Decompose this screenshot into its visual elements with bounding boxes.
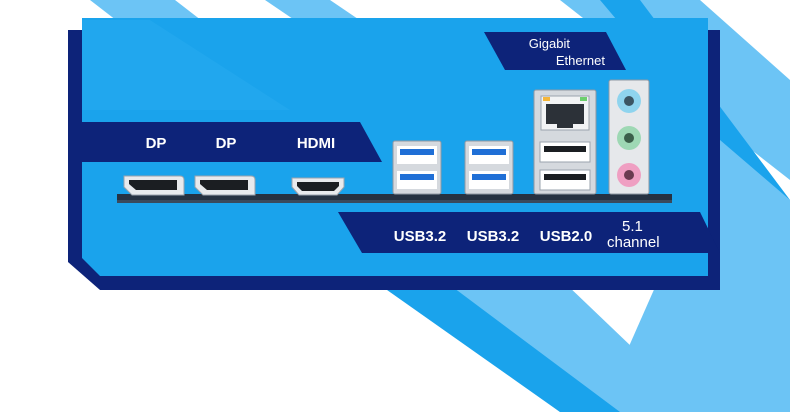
displayport-port-icon <box>194 175 256 196</box>
bg-stripe <box>380 285 620 412</box>
audio-jack-icon <box>608 79 650 195</box>
board-edge <box>117 194 672 200</box>
bottom-label-banner <box>338 212 720 253</box>
dp-label-1: DP <box>145 135 167 152</box>
lan-label-line1: Gigabit <box>528 36 570 51</box>
lan-label-line2: Ethernet <box>555 53 605 68</box>
dp-label-2: DP <box>215 135 237 152</box>
usb32-label-1: USB3.2 <box>393 228 447 245</box>
panel-sheen <box>82 20 290 110</box>
displayport-port-icon <box>123 175 185 196</box>
audio-label-line1: 5.1 <box>622 218 643 235</box>
hdmi-port-icon <box>291 177 345 196</box>
usb32-label-2: USB3.2 <box>466 228 520 245</box>
usb20-label: USB2.0 <box>539 228 593 245</box>
audio-label-line2: channel <box>607 234 660 251</box>
lan-label-banner <box>484 32 626 70</box>
top-label-banner <box>82 122 382 162</box>
hdmi-label: HDMI <box>296 135 336 152</box>
board-edge <box>117 200 672 203</box>
usb3-port-icon <box>464 140 514 195</box>
usb2-port-icon <box>539 141 591 191</box>
usb3-port-icon <box>392 140 442 195</box>
